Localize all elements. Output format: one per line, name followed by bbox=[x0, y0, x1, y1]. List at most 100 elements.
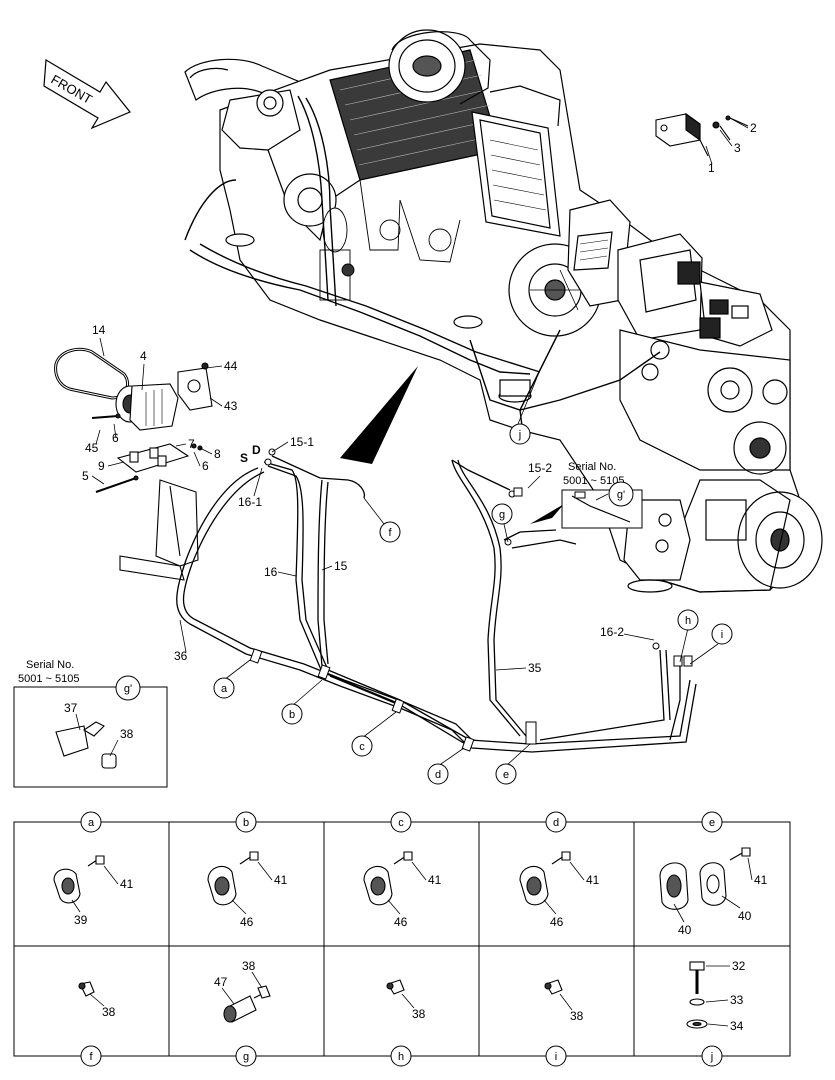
callout-j: j bbox=[509, 423, 531, 445]
part-label-45: 45 bbox=[85, 441, 99, 455]
main-callouts: a b c d e f g h i j g' g' bbox=[115, 423, 733, 785]
part-label-36: 36 bbox=[174, 649, 188, 663]
part-label-35: 35 bbox=[528, 661, 542, 675]
svg-text:j: j bbox=[710, 1051, 713, 1063]
panel-a-part-1: 41 bbox=[120, 877, 134, 891]
panel-f-fitting bbox=[78, 981, 95, 997]
svg-text:i: i bbox=[721, 629, 723, 641]
part-label-15: 15 bbox=[334, 559, 348, 573]
panel-tag-d: d bbox=[545, 811, 567, 833]
serial-title-left: Serial No. bbox=[26, 659, 74, 671]
svg-text:j: j bbox=[518, 429, 521, 441]
part-label-6a: 6 bbox=[112, 431, 119, 445]
serial-range-right: 5001 ~ 5105 bbox=[563, 475, 624, 487]
sensor-block-part-1 bbox=[655, 112, 749, 157]
panel-e-part-1: 41 bbox=[754, 873, 768, 887]
callout-a: a bbox=[213, 677, 235, 699]
panel-b-part-1: 41 bbox=[274, 873, 288, 887]
callout-g: g bbox=[491, 503, 513, 525]
callout-g-prime-left: g' bbox=[115, 675, 141, 701]
part-label-38: 38 bbox=[120, 727, 134, 741]
panel-tag-j: j bbox=[701, 1045, 723, 1067]
panel-j-part-1: 32 bbox=[732, 959, 746, 973]
panel-g-part-2: 38 bbox=[242, 959, 256, 973]
part-label-2: 2 bbox=[750, 121, 757, 135]
callout-e: e bbox=[495, 763, 517, 785]
panel-b-clamp bbox=[207, 851, 259, 906]
part-label-15-2: 15-2 bbox=[528, 461, 552, 475]
svg-text:a: a bbox=[221, 683, 228, 695]
panel-f-part-1: 38 bbox=[102, 1005, 116, 1019]
panel-i-part-1: 38 bbox=[570, 1009, 584, 1023]
part-label-43: 43 bbox=[224, 399, 238, 413]
callout-f: f bbox=[379, 521, 401, 543]
svg-text:h: h bbox=[685, 615, 691, 627]
panel-j-part-3: 34 bbox=[730, 1019, 744, 1033]
serial-range-left: 5001 ~ 5105 bbox=[18, 673, 79, 685]
panel-j-hardware bbox=[686, 961, 708, 1029]
panel-c-part-1: 41 bbox=[428, 873, 442, 887]
part-label-16-1: 16-1 bbox=[238, 495, 262, 509]
panel-d-part-2: 46 bbox=[550, 915, 564, 929]
svg-text:g: g bbox=[499, 509, 505, 521]
svg-text:c: c bbox=[359, 741, 365, 753]
detail-panel-labels: 41 39 41 46 41 46 41 46 41 40 40 38 47 3… bbox=[74, 873, 768, 1033]
part-label-D: D bbox=[252, 443, 261, 457]
panel-c-part-2: 46 bbox=[394, 915, 408, 929]
part-label-14: 14 bbox=[92, 323, 106, 337]
svg-text:d: d bbox=[553, 817, 559, 829]
serial-inset-left: Serial No. 5001 ~ 5105 bbox=[13, 659, 168, 788]
callout-i: i bbox=[711, 623, 733, 645]
svg-text:d: d bbox=[435, 769, 441, 781]
callout-h: h bbox=[677, 609, 699, 631]
panel-i-fitting bbox=[544, 979, 563, 995]
pointer-wedge-small bbox=[530, 504, 564, 524]
svg-text:f: f bbox=[89, 1051, 93, 1063]
svg-text:a: a bbox=[88, 817, 95, 829]
part-label-S: S bbox=[240, 451, 248, 465]
detail-panel-grid bbox=[13, 821, 791, 1057]
svg-text:c: c bbox=[398, 817, 404, 829]
panel-tag-b: b bbox=[235, 811, 257, 833]
part-label-7: 7 bbox=[188, 437, 195, 451]
panel-e-part-3: 40 bbox=[738, 909, 752, 923]
serial-title-right: Serial No. bbox=[568, 461, 616, 473]
svg-text:f: f bbox=[388, 527, 392, 539]
main-part-labels: 14 4 44 43 45 6 9 7 8 6 5 S D 15-1 16-1 … bbox=[64, 121, 757, 741]
panel-e-part-2: 40 bbox=[678, 923, 692, 937]
part-label-4: 4 bbox=[140, 349, 147, 363]
panel-b-part-2: 46 bbox=[240, 915, 254, 929]
panel-g-fittings bbox=[223, 985, 271, 1023]
leader-lines bbox=[75, 117, 749, 767]
part-label-1: 1 bbox=[708, 161, 715, 175]
svg-text:b: b bbox=[243, 817, 249, 829]
part-label-3: 3 bbox=[734, 141, 741, 155]
panel-tag-h: h bbox=[390, 1045, 412, 1067]
svg-text:i: i bbox=[555, 1051, 557, 1063]
panel-h-part-1: 38 bbox=[412, 1007, 426, 1021]
panel-d-part-1: 41 bbox=[586, 873, 600, 887]
detail-panel-tags: a b c d e f g h i j bbox=[80, 811, 723, 1067]
part-label-15-1: 15-1 bbox=[290, 435, 314, 449]
part-label-8: 8 bbox=[214, 447, 221, 461]
panel-j-part-2: 33 bbox=[730, 993, 744, 1007]
part-label-9: 9 bbox=[98, 459, 105, 473]
callout-b: b bbox=[281, 703, 303, 725]
panel-tag-g: g bbox=[235, 1045, 257, 1067]
svg-text:g': g' bbox=[124, 683, 132, 695]
svg-text:b: b bbox=[289, 709, 295, 721]
part-label-44: 44 bbox=[224, 359, 238, 373]
panel-g-part-1: 47 bbox=[214, 975, 228, 989]
hose-clamps bbox=[249, 448, 693, 752]
detail-panel-drawings bbox=[53, 847, 751, 1029]
panel-c-clamp bbox=[363, 851, 413, 906]
part-label-16: 16 bbox=[264, 565, 278, 579]
svg-text:e: e bbox=[503, 769, 509, 781]
panel-a-clamp bbox=[53, 855, 105, 904]
svg-text:h: h bbox=[398, 1051, 404, 1063]
panel-a-part-2: 39 bbox=[74, 913, 88, 927]
engine-assembly-illustration bbox=[184, 29, 823, 593]
panel-tag-c: c bbox=[390, 811, 412, 833]
panel-d-clamp bbox=[519, 851, 571, 906]
callout-c: c bbox=[351, 735, 373, 757]
